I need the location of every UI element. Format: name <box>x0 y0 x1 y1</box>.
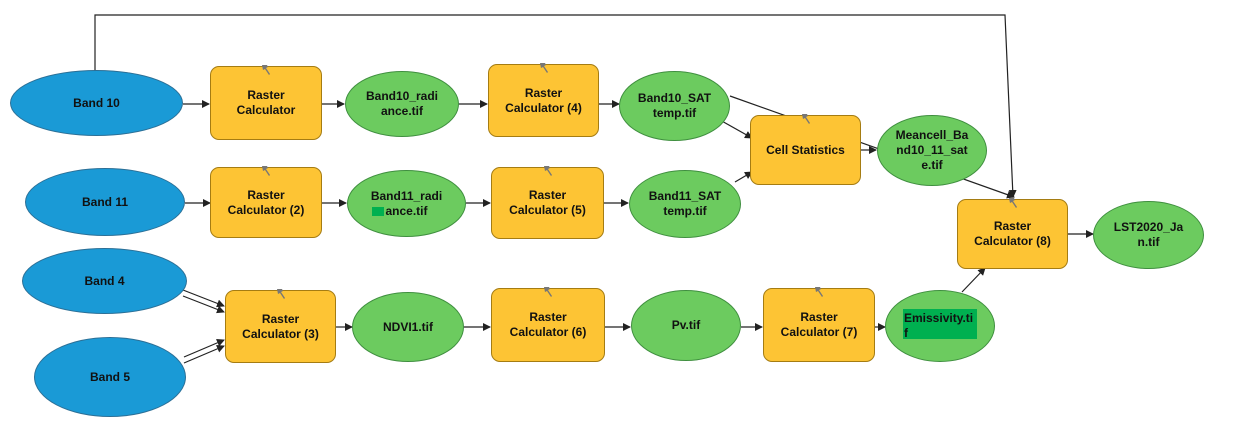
hammer-icon <box>539 63 548 73</box>
data-band10-radiance-label: Band10_radiance.tif <box>365 89 439 118</box>
data-band11-sattemp-label: Band11_SATtemp.tif <box>648 189 722 218</box>
tool-raster-calculator[interactable]: Raster Calculator <box>210 65 322 140</box>
link-band4-rc3-b <box>182 295 225 314</box>
data-emissivity[interactable]: Emissivity.tif <box>885 290 995 362</box>
tool-raster-calculator-8[interactable]: Raster Calculator (8) <box>957 198 1068 269</box>
link-band5-rc3-b <box>183 345 225 364</box>
link-band10-rc8-top <box>94 14 1017 198</box>
highlight-mark <box>372 207 384 216</box>
data-band10-sattemp-label: Band10_SATtemp.tif <box>637 91 712 120</box>
tool-raster-calculator-label: Raster Calculator <box>236 88 296 117</box>
data-ndvi-label: NDVI1.tif <box>382 319 433 334</box>
data-band10-radiance[interactable]: Band10_radiance.tif <box>345 71 459 137</box>
data-lst2020-jan[interactable]: LST2020_Jan.tif <box>1093 201 1204 269</box>
tool-raster-calculator-6-label: Raster Calculator (6) <box>509 310 587 339</box>
hammer-icon <box>276 289 285 299</box>
data-band11-radiance[interactable]: Band11_radiance.tif <box>347 170 466 237</box>
input-band-5-label: Band 5 <box>89 369 130 384</box>
input-band-5[interactable]: Band 5 <box>34 337 186 417</box>
link-band11-sat-cellstats <box>734 171 753 183</box>
tool-raster-calculator-5-label: Raster Calculator (5) <box>509 188 586 217</box>
link-band4-rc3-a <box>182 289 225 308</box>
hammer-icon <box>544 287 552 297</box>
data-meancell-label: Meancell_Band10_11_sate.tif <box>895 128 969 172</box>
tool-raster-calculator-6[interactable]: Raster Calculator (6) <box>491 287 605 362</box>
data-pv[interactable]: Pv.tif <box>631 290 741 361</box>
tool-raster-calculator-5[interactable]: Raster Calculator (5) <box>491 166 604 239</box>
tool-raster-calculator-2-label: Raster Calculator (2) <box>227 187 305 217</box>
tool-raster-calculator-8-label: Raster Calculator (8) <box>974 219 1051 248</box>
tool-raster-calculator-4-label: Raster Calculator (4) <box>505 85 582 115</box>
input-band-4[interactable]: Band 4 <box>22 248 187 314</box>
input-band-11[interactable]: Band 11 <box>25 168 185 236</box>
hammer-icon <box>543 166 552 176</box>
input-band-4-label: Band 4 <box>84 273 125 288</box>
input-band-10[interactable]: Band 10 <box>10 70 183 136</box>
hammer-icon <box>262 65 270 75</box>
tool-cell-statistics-label: Cell Statistics <box>766 142 845 157</box>
link-band5-rc3-a <box>183 339 225 358</box>
hammer-icon <box>262 166 270 176</box>
data-meancell[interactable]: Meancell_Band10_11_sate.tif <box>877 115 987 186</box>
tool-cell-statistics[interactable]: Cell Statistics <box>750 114 861 185</box>
data-lst2020-jan-label: LST2020_Jan.tif <box>1113 220 1184 249</box>
link-band10-sat-cellstats <box>719 119 753 139</box>
tool-raster-calculator-3[interactable]: Raster Calculator (3) <box>225 289 336 363</box>
hammer-icon <box>1008 198 1017 208</box>
tool-raster-calculator-7-label: Raster Calculator (7) <box>780 310 858 339</box>
data-pv-label: Pv.tif <box>671 318 701 332</box>
data-band11-sattemp[interactable]: Band11_SATtemp.tif <box>629 170 741 238</box>
tool-raster-calculator-4[interactable]: Raster Calculator (4) <box>488 63 599 137</box>
data-band11-radiance-label: Band11_radiance.tif <box>370 188 443 218</box>
data-ndvi[interactable]: NDVI1.tif <box>352 292 464 362</box>
input-band-11-label: Band 11 <box>81 194 129 209</box>
hammer-icon <box>815 287 823 297</box>
tool-raster-calculator-2[interactable]: Raster Calculator (2) <box>210 166 322 238</box>
tool-raster-calculator-7[interactable]: Raster Calculator (7) <box>763 287 875 362</box>
data-band10-sattemp[interactable]: Band10_SATtemp.tif <box>619 71 730 141</box>
hammer-icon <box>801 114 810 124</box>
data-emissivity-label: Emissivity.tif <box>904 311 974 340</box>
tool-raster-calculator-3-label: Raster Calculator (3) <box>242 311 319 341</box>
highlight-mark <box>903 309 977 339</box>
input-band-10-label: Band 10 <box>73 95 120 110</box>
link-emissivity-rc8 <box>961 267 986 293</box>
